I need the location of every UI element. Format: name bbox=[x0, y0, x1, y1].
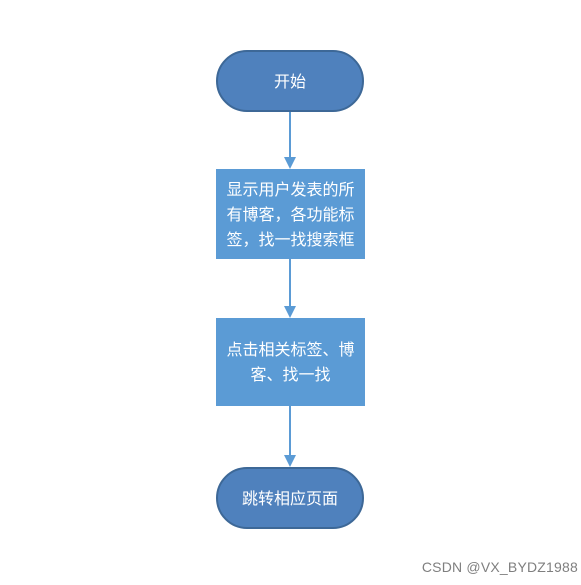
watermark: CSDN @VX_BYDZ1988 bbox=[421, 559, 578, 575]
jump-page-node-label: 跳转相应页面 bbox=[241, 488, 338, 508]
connector-click-tags-to-jump-page bbox=[284, 406, 296, 467]
jump-page-node: 跳转相应页面 bbox=[216, 467, 364, 529]
start-node-label: 开始 bbox=[273, 71, 306, 91]
connector-start-to-show-blogs bbox=[284, 112, 296, 169]
show-blogs-node-label: 显示用户发表的所 有博客，各功能标 签，找一找搜索框 bbox=[226, 179, 355, 249]
show-blogs-node: 显示用户发表的所 有博客，各功能标 签，找一找搜索框 bbox=[216, 169, 365, 259]
connector-show-blogs-to-click-tags bbox=[284, 259, 296, 318]
click-tags-node: 点击相关标签、博 客、找一找 bbox=[216, 318, 365, 406]
click-tags-node-label: 点击相关标签、博 客、找一找 bbox=[226, 340, 355, 384]
start-node: 开始 bbox=[216, 50, 364, 112]
